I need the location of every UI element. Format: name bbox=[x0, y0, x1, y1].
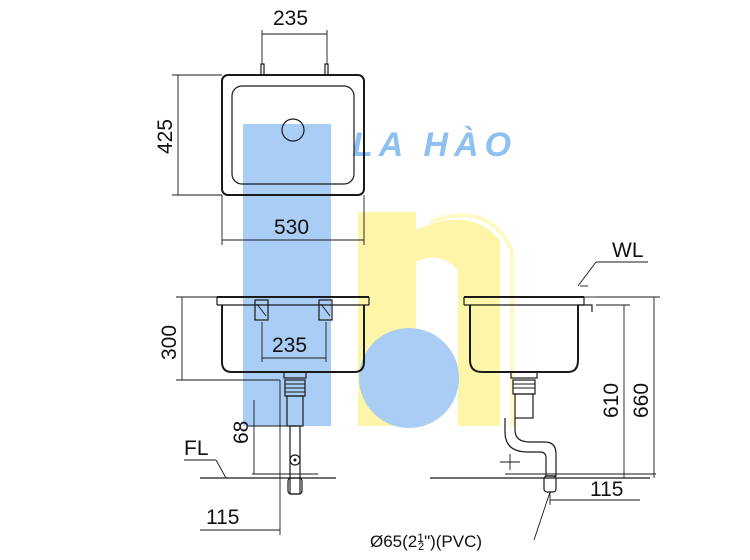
water-level-label: WL bbox=[612, 239, 644, 262]
front-drain-cleanout bbox=[289, 454, 301, 466]
watermark-blue-bar bbox=[243, 124, 331, 426]
dim-depth: 425 bbox=[154, 119, 177, 154]
floor-label: FL bbox=[184, 437, 209, 460]
bracket-left bbox=[254, 299, 269, 321]
watermark-yellow-arch bbox=[416, 219, 500, 426]
dim-side-offset: 115 bbox=[590, 478, 623, 501]
watermark-logo: LA HÀO bbox=[243, 124, 517, 428]
top-view: 235 425 530 bbox=[154, 7, 365, 245]
top-view-drain-hole bbox=[281, 118, 305, 142]
side-drain-coupling bbox=[512, 379, 536, 395]
side-drain-trap bbox=[504, 418, 557, 477]
dim-660: 660 bbox=[630, 383, 653, 418]
dim-height: 300 bbox=[158, 325, 181, 360]
dim-width: 530 bbox=[274, 216, 309, 239]
top-view-basin bbox=[231, 85, 355, 185]
faucet-post-right bbox=[324, 63, 329, 76]
dim-faucet-spacing: 235 bbox=[273, 7, 308, 30]
front-view: 300 235 68 FL 115 bbox=[158, 296, 370, 535]
watermark-text: LA HÀO bbox=[352, 126, 517, 164]
dim-bracket-spacing: 235 bbox=[272, 334, 307, 357]
top-view-rim bbox=[221, 74, 365, 196]
dim-front-offset: 115 bbox=[206, 506, 239, 529]
watermark-arch-stripe bbox=[429, 213, 514, 426]
dim-drain-height: 68 bbox=[230, 421, 253, 444]
dim-610: 610 bbox=[600, 383, 623, 418]
watermark-blue-circle bbox=[359, 328, 459, 428]
bracket-right bbox=[318, 299, 333, 321]
faucet-post-left bbox=[260, 63, 265, 76]
